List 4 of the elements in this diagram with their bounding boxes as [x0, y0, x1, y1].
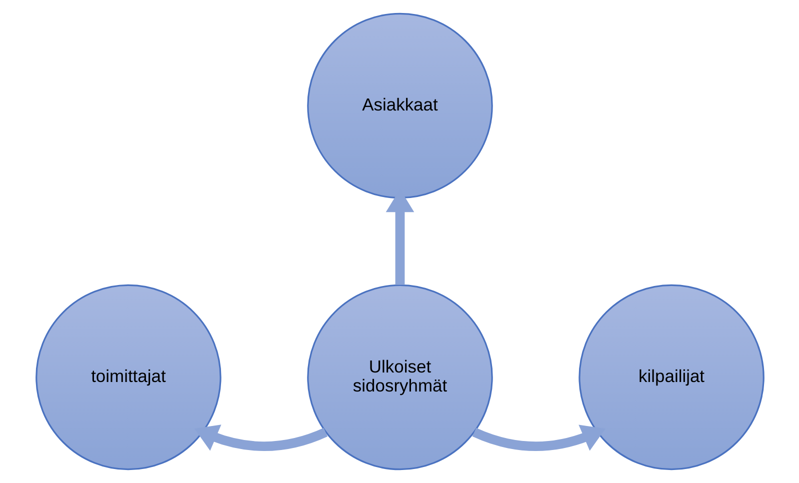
- arrow: [194, 424, 327, 451]
- arrow: [472, 424, 605, 451]
- node-circle: Ulkoiset sidosryhmät: [306, 284, 492, 470]
- node-circle: Asiakkaat: [306, 12, 492, 199]
